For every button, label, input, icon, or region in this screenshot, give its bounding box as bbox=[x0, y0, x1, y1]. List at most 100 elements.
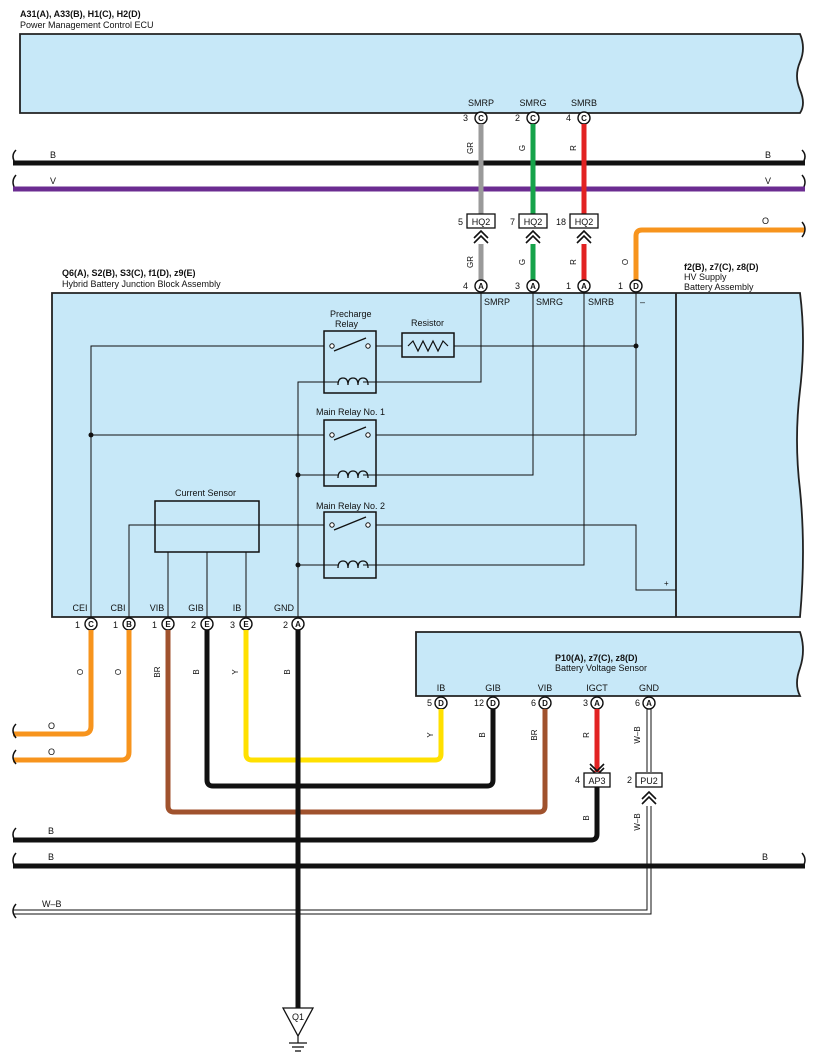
bvs-pin-igct-conn: A bbox=[594, 699, 600, 708]
jb-pin-gib-num: 2 bbox=[191, 620, 196, 630]
hv-sub2: Battery Assembly bbox=[684, 282, 754, 292]
jb-pin-smrg-num: 3 bbox=[515, 281, 520, 291]
jb-pin-vib: VIB 1 E bbox=[150, 603, 175, 631]
jb-pin-smrb-num: 1 bbox=[566, 281, 571, 291]
hq2-smrg-num: 7 bbox=[510, 217, 515, 227]
wire-smrp-color-bottom: GR bbox=[466, 256, 475, 268]
jb-pin-vib-label: VIB bbox=[150, 603, 165, 613]
bus-v: V V bbox=[12, 174, 806, 192]
bus-v-label-left: V bbox=[50, 176, 56, 186]
ap3-num: 4 bbox=[575, 775, 580, 785]
wire-cei-color: O bbox=[76, 669, 85, 675]
wire-ap3-b: B B bbox=[12, 787, 600, 843]
connector-hq2-smrg: 7 HQ2 bbox=[510, 213, 548, 244]
jb-pin-gnd-num: 2 bbox=[283, 620, 288, 630]
hv-plus-label: + bbox=[664, 579, 669, 588]
wire-hv-negative-color: O bbox=[621, 259, 630, 265]
bus-b-label-right: B bbox=[765, 150, 771, 160]
connector-hq2-smrb: 18 HQ2 bbox=[556, 213, 599, 244]
wire-ap3-bus-label: B bbox=[48, 826, 54, 836]
bvs-pin-ib-label: IB bbox=[437, 683, 446, 693]
jb-pin-cbi-conn: B bbox=[126, 620, 132, 629]
wire-gnd-color: B bbox=[283, 669, 292, 674]
ecu-pin-smrg-conn: C bbox=[530, 114, 536, 123]
bus-b-bottom-label-right: B bbox=[762, 852, 768, 862]
jb-pin-ib: IB 3 E bbox=[230, 603, 253, 631]
jb-pin-gnd-conn: A bbox=[295, 620, 301, 629]
bvs-pin-vib-label: VIB bbox=[538, 683, 553, 693]
jb-bottom-pins: CEI 1 C CBI 1 B VIB 1 E GIB 2 E IB 3 E bbox=[72, 603, 305, 631]
resistor: Resistor bbox=[401, 318, 455, 358]
wire-igct: R bbox=[582, 709, 605, 777]
ecu-pin-smrg-label: SMRG bbox=[520, 98, 547, 108]
wire-ib: Y Y bbox=[231, 630, 444, 763]
wire-smrg-color-top: G bbox=[518, 145, 527, 151]
jb-pin-gib: GIB 2 E bbox=[188, 603, 214, 631]
junction-subtitle: Hybrid Battery Junction Block Assembly bbox=[62, 279, 221, 289]
hq2-smrg-name: HQ2 bbox=[524, 217, 543, 227]
wire-smrb: R R bbox=[569, 124, 587, 280]
ecu-pin-smrb-num: 4 bbox=[566, 113, 571, 123]
jb-pin-smrb-label: SMRB bbox=[588, 297, 614, 307]
wire-hv-negative: O O bbox=[621, 216, 806, 280]
ecu-subtitle: Power Management Control ECU bbox=[20, 20, 154, 30]
bvs-pin-gib-conn: D bbox=[490, 699, 496, 708]
jb-pin-cei-label: CEI bbox=[72, 603, 87, 613]
wire-gnd: B bbox=[283, 630, 301, 1008]
bus-b-bottom-label-left: B bbox=[48, 852, 54, 862]
wire-pu2-color: W–B bbox=[633, 813, 642, 830]
jb-pin-gnd: GND 2 A bbox=[274, 603, 305, 631]
wire-cei: O O bbox=[12, 630, 94, 739]
jb-pin-smrp-num: 4 bbox=[463, 281, 468, 291]
jb-internal-wiring: + bbox=[88, 292, 676, 617]
main-relay-1: Main Relay No. 1 bbox=[316, 407, 385, 487]
bvs-pin-ib-conn: D bbox=[438, 699, 444, 708]
bvs-pin-gib-label: GIB bbox=[485, 683, 501, 693]
wire-hv-negative-label: O bbox=[762, 216, 769, 226]
wire-smrb-color-top: R bbox=[569, 145, 578, 151]
connector-ap3: 4 AP3 bbox=[575, 772, 611, 788]
jb-pin-cbi: CBI 1 B bbox=[110, 603, 136, 631]
jb-pin-vib-conn: E bbox=[165, 620, 171, 629]
jb-pin-hvneg-num: 1 bbox=[618, 281, 623, 291]
hq2-smrp-num: 5 bbox=[458, 217, 463, 227]
wire-gib-color-right: B bbox=[478, 732, 487, 737]
hv-sub1: HV Supply bbox=[684, 272, 727, 282]
bus-b-top: B B bbox=[12, 149, 806, 166]
jb-pin-smrp-label: SMRP bbox=[484, 297, 510, 307]
bus-b-bottom: B B bbox=[12, 852, 806, 869]
ecu-pin-smrb: SMRB 4 C bbox=[566, 98, 597, 125]
ecu-pin-smrp-num: 3 bbox=[463, 113, 468, 123]
precharge-label-2: Relay bbox=[335, 319, 359, 329]
bvs-title: P10(A), z7(C), z8(D) bbox=[555, 653, 638, 663]
bvs-pin-gnd: GND 6 A bbox=[635, 683, 660, 710]
bus-b-label-left: B bbox=[50, 150, 56, 160]
jb-pin-cei-num: 1 bbox=[75, 620, 80, 630]
wire-ib-color-right: Y bbox=[426, 732, 435, 738]
bvs-pin-vib-num: 6 bbox=[531, 698, 536, 708]
pu2-name: PU2 bbox=[640, 776, 658, 786]
ground-label: Q1 bbox=[292, 1012, 304, 1022]
jb-pin-ib-conn: E bbox=[243, 620, 249, 629]
jb-pin-hv-neg: 1 D – bbox=[618, 279, 645, 307]
main-relay-2-label: Main Relay No. 2 bbox=[316, 501, 385, 511]
wire-ap3-color: B bbox=[582, 815, 591, 820]
ground-q1: Q1 bbox=[281, 1007, 315, 1052]
wire-smrp: GR GR bbox=[466, 124, 484, 280]
jb-pin-cbi-label: CBI bbox=[110, 603, 125, 613]
bvs-pin-igct-num: 3 bbox=[583, 698, 588, 708]
jb-pin-smrg: 3 A SMRG bbox=[515, 279, 563, 307]
bus-v-label-right: V bbox=[765, 176, 771, 186]
wire-cbi: O O bbox=[12, 630, 132, 765]
wire-ib-color-left: Y bbox=[231, 669, 240, 675]
hq2-smrp-name: HQ2 bbox=[472, 217, 491, 227]
wire-bvs-gnd: W–B bbox=[633, 709, 652, 772]
jb-pin-smrg-label: SMRG bbox=[536, 297, 563, 307]
main-relay-2: Main Relay No. 2 bbox=[316, 501, 385, 579]
ecu-pin-smrg: SMRG 2 C bbox=[515, 98, 547, 125]
jb-pin-smrb: 1 A SMRB bbox=[566, 279, 614, 307]
bvs-box bbox=[415, 631, 804, 697]
wire-smrg-color-bottom: G bbox=[518, 259, 527, 265]
ecu-pin-smrg-num: 2 bbox=[515, 113, 520, 123]
